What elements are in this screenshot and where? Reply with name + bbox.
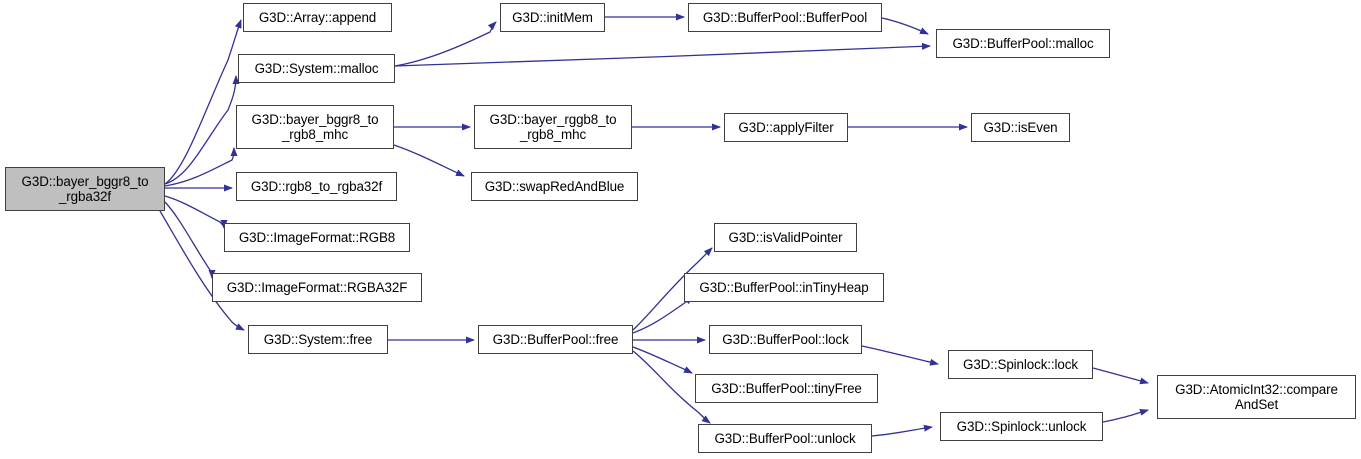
graph-node-label: G3D::applyFilter [738,120,834,135]
graph-node-label: G3D::BufferPool::lock [722,332,849,347]
graph-node-iseven[interactable]: G3D::isEven [971,113,1070,142]
graph-node-label: G3D::ImageFormat::RGB8 [238,230,396,245]
graph-edge-bufferpool_free-to-tinyfree [632,346,693,374]
graph-node-label: G3D::Array::append [258,10,377,25]
graph-node-label: G3D::AtomicInt32::compare AndSet [1175,382,1338,412]
graph-node-array_append[interactable]: G3D::Array::append [243,3,392,32]
graph-edge-root-to-bayer_bggr8_mhc [164,147,238,187]
graph-node-applyfilter[interactable]: G3D::applyFilter [724,113,848,142]
graph-node-label: G3D::System::free [263,332,373,347]
graph-edge-bayer_bggr8_mhc-to-swapredandblue [393,144,465,177]
graph-node-label: G3D::bayer_rggb8_to _rgb8_mhc [489,112,617,142]
graph-edge-root-to-imgfmt_rgb8 [164,195,228,229]
graph-node-bayer_rggb8_mhc[interactable]: G3D::bayer_rggb8_to _rgb8_mhc [474,105,632,149]
graph-edge-root-to-imgfmt_rgba32f [164,201,216,279]
graph-node-bufferpool_lock[interactable]: G3D::BufferPool::lock [709,325,862,354]
graph-node-isvalidpointer[interactable]: G3D::isValidPointer [714,223,857,252]
graph-node-label: G3D::initMem [512,10,593,25]
graph-node-label: G3D::rgb8_to_rgba32f [250,179,383,194]
graph-node-label: G3D::BufferPool::BufferPool [702,10,868,25]
graph-node-label: G3D::System::malloc [254,61,379,76]
graph-node-system_free[interactable]: G3D::System::free [248,325,388,354]
graph-node-label: G3D::bayer_bggr8_to _rgba32f [21,174,149,204]
graph-node-label: G3D::isValidPointer [728,230,843,245]
graph-edge-system_malloc-to-bufferpool_malloc [394,42,931,67]
graph-node-imgfmt_rgba32f[interactable]: G3D::ImageFormat::RGBA32F [212,273,422,302]
graph-node-label: G3D::BufferPool::malloc [952,36,1094,51]
graph-edge-root-to-array_append [164,19,242,185]
graph-node-label: G3D::swapRedAndBlue [484,179,625,194]
graph-node-label: G3D::ImageFormat::RGBA32F [226,280,408,295]
graph-edge-bufferpool_lock-to-spinlock_lock [861,345,939,366]
graph-edge-root-to-system_malloc [164,75,240,185]
graph-node-tinyfree[interactable]: G3D::BufferPool::tinyFree [695,374,878,403]
graph-node-bufferpool_ctor[interactable]: G3D::BufferPool::BufferPool [688,3,882,32]
graph-edge-bufferpool_ctor-to-bufferpool_malloc [881,17,929,35]
graph-node-label: G3D::Spinlock::unlock [956,419,1087,434]
graph-node-spinlock_lock[interactable]: G3D::Spinlock::lock [948,350,1093,379]
graph-node-label: G3D::Spinlock::lock [963,357,1078,372]
graph-node-root[interactable]: G3D::bayer_bggr8_to _rgba32f [5,167,165,211]
graph-node-label: G3D::bayer_bggr8_to _rgb8_mhc [251,112,379,142]
graph-node-bayer_bggr8_mhc[interactable]: G3D::bayer_bggr8_to _rgb8_mhc [236,105,394,149]
graph-node-spinlock_unlock[interactable]: G3D::Spinlock::unlock [940,412,1103,441]
graph-edge-system_malloc-to-initmem [394,21,497,67]
graph-node-imgfmt_rgb8[interactable]: G3D::ImageFormat::RGB8 [224,223,410,252]
graph-node-compareandset[interactable]: G3D::AtomicInt32::compare AndSet [1157,375,1356,419]
graph-node-intinyheap[interactable]: G3D::BufferPool::inTinyHeap [684,273,884,302]
graph-node-bufferpool_unlock[interactable]: G3D::BufferPool::unlock [698,424,872,453]
graph-node-system_malloc[interactable]: G3D::System::malloc [238,54,395,83]
graph-node-rgb8_to_rgba32f[interactable]: G3D::rgb8_to_rgba32f [236,172,397,201]
graph-node-label: G3D::BufferPool::free [492,332,619,347]
graph-node-initmem[interactable]: G3D::initMem [500,3,605,32]
graph-edge-spinlock_unlock-to-compareandset [1102,409,1149,423]
graph-node-bufferpool_malloc[interactable]: G3D::BufferPool::malloc [936,29,1110,58]
graph-edge-spinlock_lock-to-compareandset [1092,367,1149,385]
graph-node-label: G3D::BufferPool::unlock [714,431,856,446]
graph-edge-bufferpool_unlock-to-spinlock_unlock [871,424,933,437]
graph-node-swapredandblue[interactable]: G3D::swapRedAndBlue [471,172,638,201]
graph-node-label: G3D::BufferPool::inTinyHeap [699,280,869,295]
graph-node-label: G3D::isEven [983,120,1058,135]
graph-node-label: G3D::BufferPool::tinyFree [711,381,862,396]
graph-node-bufferpool_free[interactable]: G3D::BufferPool::free [478,325,633,354]
